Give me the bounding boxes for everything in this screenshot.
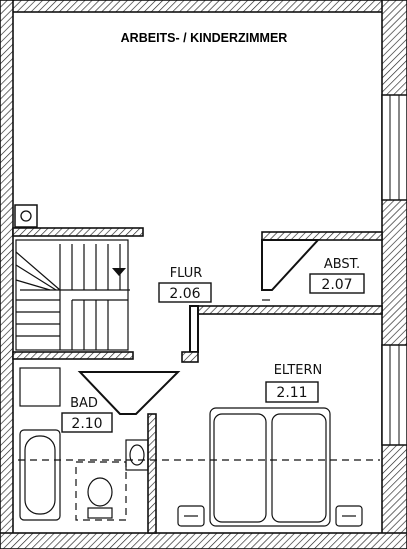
window-right — [381, 94, 407, 201]
room-name-eltern: ELTERN — [274, 363, 323, 378]
nightstands — [177, 505, 363, 527]
room-number-eltern: 2.11 — [276, 385, 307, 401]
wall-bottom — [0, 532, 407, 549]
room-number-box-flur — [158, 282, 212, 303]
title-label: ARBEITS- / KINDERZIMMER — [121, 31, 288, 45]
wall-top — [0, 0, 407, 13]
room-number-bad: 2.10 — [71, 416, 102, 432]
wall-left — [0, 0, 14, 549]
double-bed — [209, 407, 331, 527]
room-number-box-abst — [309, 273, 365, 294]
room-number-flur: 2.06 — [169, 286, 200, 302]
bathroom-fixtures — [19, 367, 149, 521]
room-name-bad: BAD — [70, 396, 98, 411]
room-name-flur: FLUR — [170, 266, 203, 281]
room-name-abst: ABST. — [324, 257, 360, 272]
shaft-box — [14, 204, 38, 228]
wall-right — [381, 0, 407, 549]
room-number-abst: 2.07 — [321, 277, 352, 293]
staircase — [15, 239, 130, 351]
window-right-lower — [381, 344, 407, 446]
internal-walls — [12, 227, 383, 534]
abst-walls — [261, 239, 321, 301]
room-number-box-eltern — [265, 381, 319, 403]
room-number-box-bad — [61, 412, 113, 433]
